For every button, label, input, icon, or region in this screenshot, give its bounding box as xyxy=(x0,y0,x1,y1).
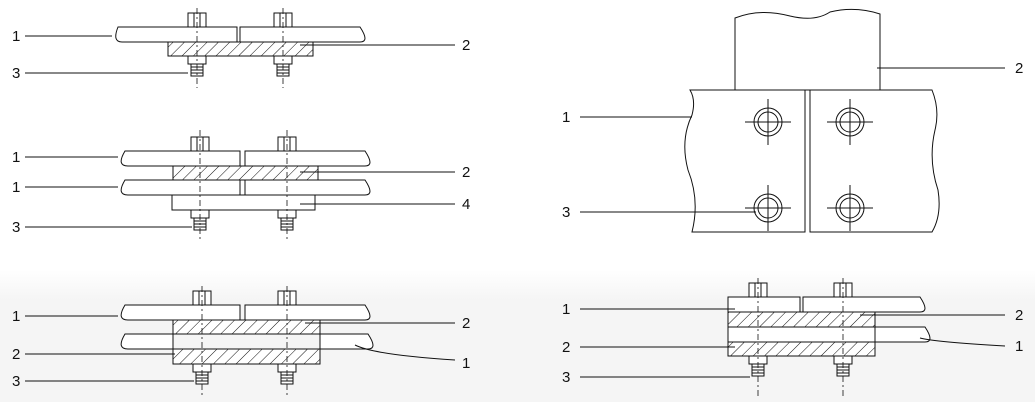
label: 3 xyxy=(562,204,570,221)
figure-a: 1 3 2 xyxy=(12,8,470,88)
bolt-holes xyxy=(745,99,873,231)
label: 2 xyxy=(462,164,470,181)
label: 1 xyxy=(562,301,570,318)
label: 1 xyxy=(1015,338,1023,355)
label: 1 xyxy=(12,149,20,166)
label: 1 xyxy=(562,109,570,126)
label: 1 xyxy=(12,308,20,325)
label: 2 xyxy=(12,346,20,363)
figure-d: 1 3 2 xyxy=(562,8,1023,233)
label: 3 xyxy=(12,219,20,236)
label: 2 xyxy=(562,339,570,356)
label: 1 xyxy=(12,179,20,196)
label: 2 xyxy=(1015,60,1023,77)
label: 2 xyxy=(462,37,470,54)
label: 2 xyxy=(1015,307,1023,324)
label: 1 xyxy=(12,28,20,45)
label: 4 xyxy=(462,196,470,213)
label: 3 xyxy=(12,373,20,390)
label: 1 xyxy=(462,355,470,372)
figure-c: 1 2 3 2 1 xyxy=(12,286,470,396)
label: 3 xyxy=(562,369,570,386)
label: 2 xyxy=(462,315,470,332)
figure-e: 1 2 3 2 1 xyxy=(562,278,1023,398)
label: 3 xyxy=(12,65,20,82)
figure-b: 1 1 3 2 4 xyxy=(12,130,470,240)
